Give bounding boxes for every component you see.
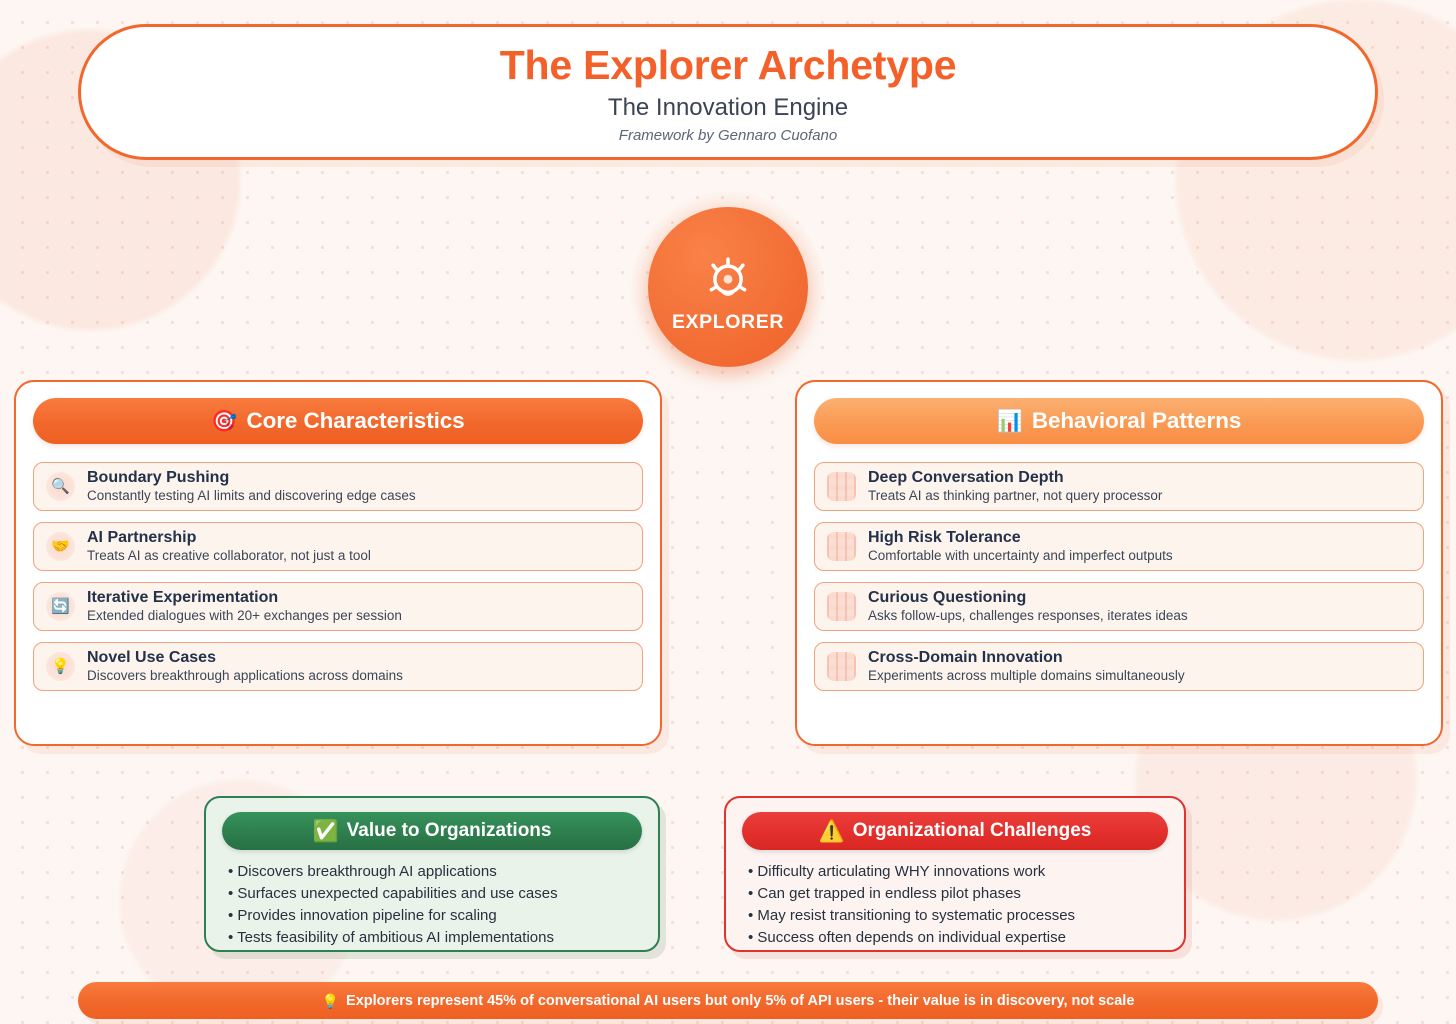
item-description: Comfortable with uncertainty and imperfe… <box>868 548 1173 564</box>
item-title: High Risk Tolerance <box>868 528 1021 546</box>
refresh-icon: 🔄 <box>46 592 75 621</box>
page-title: The Explorer Archetype <box>499 42 957 88</box>
item-title: Curious Questioning <box>868 588 1027 606</box>
check-mark-icon: ✅ <box>312 819 339 843</box>
behavioral-panel-title: Behavioral Patterns <box>1031 408 1242 433</box>
footer-text: Explorers represent 45% of conversationa… <box>346 992 1135 1009</box>
explorer-badge: EXPLORER <box>632 191 824 383</box>
core-panel-title: Core Characteristics <box>246 408 465 433</box>
item-description: Asks follow-ups, challenges responses, i… <box>868 608 1188 624</box>
value-to-organizations-panel: ✅ Value to Organizations • Discovers bre… <box>204 796 660 952</box>
list-item[interactable]: 💡 Novel Use Cases Discovers breakthrough… <box>33 642 643 691</box>
list-item[interactable]: High Risk Tolerance Comfortable with unc… <box>814 522 1424 571</box>
list-item: • May resist transitioning to systematic… <box>748 906 1076 924</box>
list-item[interactable]: 🤝 AI Partnership Treats AI as creative c… <box>33 522 643 571</box>
behavioral-item-list: Deep Conversation Depth Treats AI as thi… <box>814 462 1424 691</box>
challenges-bullet-list: • Difficulty articulating WHY innovation… <box>742 862 1168 948</box>
item-description: Extended dialogues with 20+ exchanges pe… <box>87 608 402 624</box>
page-subtitle: The Innovation Engine <box>607 94 849 122</box>
challenges-panel-header: ⚠️ Organizational Challenges <box>742 812 1168 850</box>
lightbulb-icon: 💡 <box>321 992 340 1009</box>
value-panel-header: ✅ Value to Organizations <box>222 812 642 850</box>
list-item[interactable]: Cross-Domain Innovation Experiments acro… <box>814 642 1424 691</box>
item-title: Iterative Experimentation <box>87 588 279 606</box>
badge-circle: EXPLORER <box>648 207 808 367</box>
placeholder-glyph-icon <box>827 592 856 621</box>
item-title: Deep Conversation Depth <box>868 468 1064 486</box>
challenges-panel-title: Organizational Challenges <box>852 820 1092 841</box>
item-title: AI Partnership <box>87 528 197 546</box>
core-item-list: 🔍 Boundary Pushing Constantly testing AI… <box>33 462 643 691</box>
behavioral-panel-header: 📊 Behavioral Patterns <box>814 398 1424 444</box>
handshake-icon: 🤝 <box>46 532 75 561</box>
list-item[interactable]: 🔍 Boundary Pushing Constantly testing AI… <box>33 462 643 511</box>
item-title: Novel Use Cases <box>87 648 216 666</box>
behavioral-patterns-panel: 📊 Behavioral Patterns Deep Conversation … <box>795 380 1443 746</box>
item-description: Constantly testing AI limits and discove… <box>87 488 416 504</box>
item-description: Treats AI as thinking partner, not query… <box>868 488 1163 504</box>
item-title: Boundary Pushing <box>87 468 230 486</box>
lightbulb-icon: 💡 <box>46 652 75 681</box>
list-item: • Tests feasibility of ambitious AI impl… <box>228 928 554 946</box>
core-panel-header: 🎯 Core Characteristics <box>33 398 643 444</box>
bar-chart-icon: 📊 <box>996 409 1023 433</box>
list-item[interactable]: Deep Conversation Depth Treats AI as thi… <box>814 462 1424 511</box>
list-item: • Surfaces unexpected capabilities and u… <box>228 884 558 902</box>
list-item: • Provides innovation pipeline for scali… <box>228 906 497 924</box>
organizational-challenges-panel: ⚠️ Organizational Challenges • Difficult… <box>724 796 1186 952</box>
list-item: • Discovers breakthrough AI applications <box>228 863 497 880</box>
compass-icon <box>709 256 747 296</box>
magnifier-icon: 🔍 <box>46 472 75 501</box>
item-description: Treats AI as creative collaborator, not … <box>87 548 371 564</box>
badge-label: EXPLORER <box>671 310 785 333</box>
footer-banner: 💡 Explorers represent 45% of conversatio… <box>78 982 1378 1019</box>
value-panel-title: Value to Organizations <box>346 820 552 841</box>
warning-icon: ⚠️ <box>818 819 845 843</box>
list-item: • Can get trapped in endless pilot phase… <box>748 884 1021 902</box>
list-item: • Difficulty articulating WHY innovation… <box>748 863 1046 880</box>
header-card: The Explorer Archetype The Innovation En… <box>78 24 1378 160</box>
target-icon: 🎯 <box>211 409 238 433</box>
list-item: • Success often depends on individual ex… <box>748 928 1066 946</box>
item-description: Discovers breakthrough applications acro… <box>87 668 403 684</box>
value-bullet-list: • Discovers breakthrough AI applications… <box>222 862 642 948</box>
list-item[interactable]: Curious Questioning Asks follow-ups, cha… <box>814 582 1424 631</box>
list-item[interactable]: 🔄 Iterative Experimentation Extended dia… <box>33 582 643 631</box>
placeholder-glyph-icon <box>827 652 856 681</box>
item-title: Cross-Domain Innovation <box>868 648 1063 666</box>
page-byline: Framework by Gennaro Cuofano <box>618 127 838 145</box>
placeholder-glyph-icon <box>827 472 856 501</box>
item-description: Experiments across multiple domains simu… <box>868 668 1185 684</box>
core-characteristics-panel: 🎯 Core Characteristics 🔍 Boundary Pushin… <box>14 380 662 746</box>
placeholder-glyph-icon <box>827 532 856 561</box>
